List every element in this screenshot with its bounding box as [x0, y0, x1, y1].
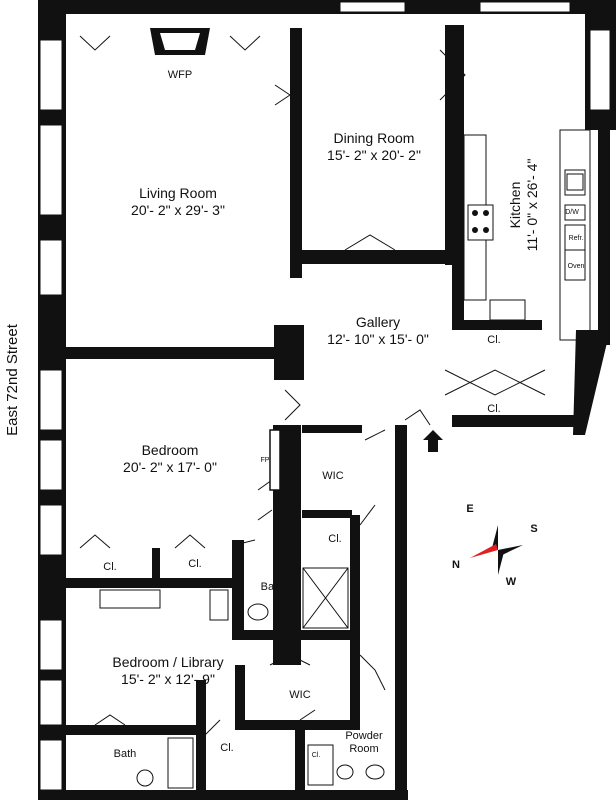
- closet-label-3: Cl.: [328, 533, 341, 545]
- fireplace-wfp: [150, 28, 210, 55]
- refrigerator-label: Refr.: [569, 235, 584, 242]
- wic-label-2: WIC: [289, 689, 310, 701]
- street-name: East 72nd Street: [4, 323, 21, 436]
- windows: [39, 1, 611, 791]
- library-dims: 15'- 2" x 12'- 9": [121, 671, 215, 687]
- closet-label-5: Cl.: [188, 558, 201, 570]
- closet-label-7: Cl.: [312, 752, 321, 759]
- bath-fixtures: [99, 567, 385, 789]
- kitchen-name: Kitchen: [507, 182, 523, 229]
- bath-label-1: Bath: [261, 581, 284, 593]
- living-room-dims: 20'- 2" x 29'- 3": [131, 202, 225, 218]
- closet-label-1: Cl.: [487, 334, 500, 346]
- powder-room-name-1: Powder: [345, 730, 383, 742]
- bedroom-name: Bedroom: [142, 442, 199, 458]
- gallery-name: Gallery: [356, 314, 400, 330]
- fireplace-fp: [269, 429, 281, 491]
- compass: [470, 525, 523, 575]
- compass-west-label: W: [506, 576, 517, 588]
- compass-south-label: S: [530, 523, 537, 535]
- powder-room-name-2: Room: [349, 743, 378, 755]
- oven-label: Oven: [568, 263, 585, 270]
- stove: [467, 204, 494, 241]
- entrance-arrow-icon: [423, 430, 443, 452]
- dishwasher-label: D/W: [565, 209, 579, 216]
- sink: [566, 173, 584, 191]
- closet-label-4: Cl.: [103, 561, 116, 573]
- kitchen-dims: 11'- 0" x 26'- 4": [524, 159, 540, 252]
- bedroom-dims: 20'- 2" x 17'- 0": [123, 459, 217, 475]
- living-room-name: Living Room: [139, 185, 217, 201]
- dining-room-dims: 15'- 2" x 20'- 2": [327, 147, 421, 163]
- compass-north-label: N: [452, 559, 460, 571]
- compass-north-needle: [470, 544, 498, 558]
- street-label: East 72nd Street: [4, 323, 21, 436]
- gallery-dims: 12'- 10" x 15'- 0": [327, 331, 429, 347]
- doors: [79, 35, 546, 736]
- fp-label: FP: [261, 457, 270, 464]
- library-name: Bedroom / Library: [112, 654, 223, 670]
- closet-label-2: Cl.: [487, 403, 500, 415]
- wic-label-1: WIC: [322, 470, 343, 482]
- wfp-label: WFP: [168, 69, 192, 81]
- dining-room-name: Dining Room: [334, 130, 415, 146]
- bath-label-2: Bath: [114, 748, 137, 760]
- compass-east-label: E: [466, 503, 473, 515]
- closet-label-6: Cl.: [220, 742, 233, 754]
